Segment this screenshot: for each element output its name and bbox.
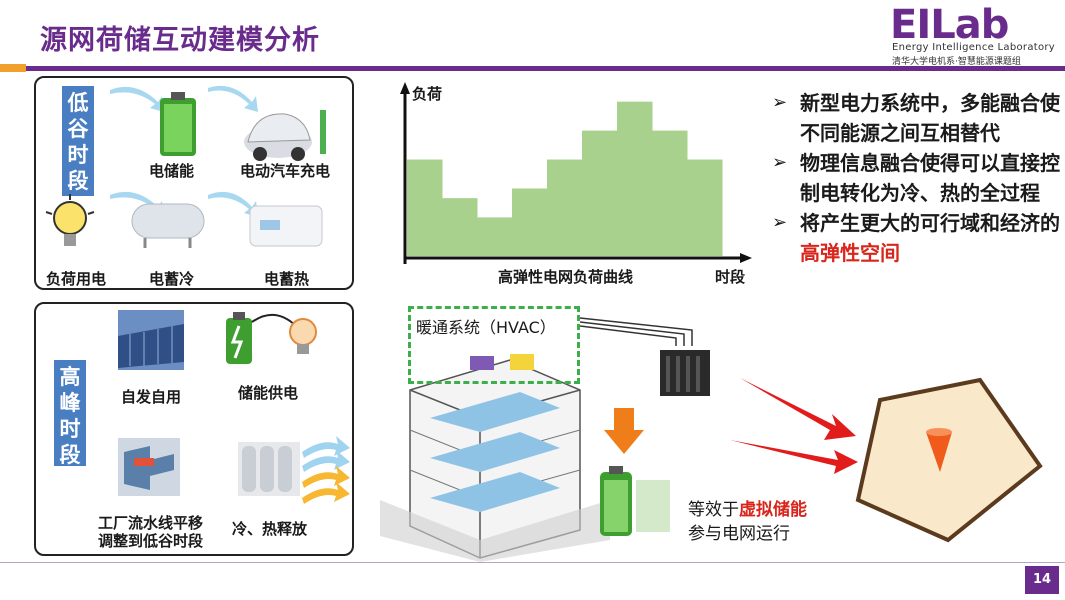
- bullet-item: ➢ 将产生更大的可行域和经济的高弹性空间: [770, 208, 1060, 268]
- transformer-icon: [660, 350, 710, 396]
- factory-line-icon: [118, 438, 180, 496]
- light-bulb-icon: [45, 194, 95, 246]
- caption-electric-storage: 电储能: [149, 162, 195, 180]
- peak-illustrations: [118, 310, 350, 504]
- bullet-highlight: 高弹性空间: [800, 241, 900, 265]
- chart-bar: [477, 217, 513, 256]
- bullet-text: 将产生更大的可行域和经济的: [800, 211, 1060, 235]
- red-arrows-icon: [730, 378, 858, 474]
- peak-label: 高峰时段: [54, 360, 86, 467]
- cold-storage-tank-icon: [131, 203, 205, 248]
- thermal-tanks-icon: [238, 442, 300, 496]
- water-heater-icon: [249, 205, 323, 247]
- solar-panel-icon: [118, 310, 184, 370]
- chart-bars: [407, 101, 723, 256]
- battery-icon: [160, 92, 196, 156]
- building-hvac-illustration: [380, 354, 610, 562]
- equivalent-line1: 等效于虚拟储能: [688, 500, 807, 520]
- header-divider: [26, 66, 1065, 71]
- connection-wires: [580, 317, 693, 346]
- virtual-storage-highlight: 虚拟储能: [739, 500, 807, 520]
- bullet-text: 物理信息融合使得可以直接控制电转化为冷、热的全过程: [800, 151, 1060, 205]
- caption-self-use: 自发自用: [121, 388, 182, 406]
- virtual-battery-icon: [600, 466, 670, 536]
- chart-bar: [547, 159, 583, 256]
- x-axis-arrow-icon: [740, 253, 752, 263]
- bullet-list: ➢ 新型电力系统中，多能融合使不同能源之间互相替代 ➢ 物理信息融合使得可以直接…: [770, 88, 1060, 268]
- page-number: 14: [1025, 566, 1059, 594]
- chart-bar: [652, 130, 688, 256]
- caption-factory-shift: 工厂流水线平移 调整到低谷时段: [98, 514, 204, 550]
- chart-title: 高弹性电网负荷曲线: [498, 268, 634, 286]
- logo-subtitle-cn: 清华大学电机系·智慧能源课题组: [892, 57, 1021, 67]
- logo-subtitle-en: Energy Intelligence Laboratory: [892, 42, 1056, 53]
- bullet-text: 新型电力系统中，多能融合使不同能源之间互相替代: [800, 91, 1060, 145]
- bullet-arrow-icon: ➢: [772, 212, 788, 233]
- logo-mark: EILab: [890, 2, 1009, 48]
- low-valley-label: 低谷时段: [62, 86, 94, 196]
- building-icon: [380, 354, 610, 562]
- electric-car-icon: [244, 110, 326, 161]
- header-accent-stripe: [0, 64, 26, 72]
- bullet-arrow-icon: ➢: [772, 92, 788, 113]
- chart-y-label: 负荷: [412, 85, 443, 103]
- caption-cold-storage: 电蓄冷: [149, 270, 195, 288]
- bullet-arrow-icon: ➢: [772, 152, 788, 173]
- chart-bar: [512, 188, 548, 256]
- release-arrows-icon: [302, 436, 350, 504]
- caption-load: 负荷用电: [46, 270, 107, 288]
- caption-ev-charging: 电动汽车充电: [240, 162, 331, 180]
- caption-storage-supply: 储能供电: [238, 384, 299, 402]
- low-valley-illustrations: [110, 85, 326, 248]
- lab-logo: EILab Energy Intelligence Laboratory 清华大…: [880, 2, 1060, 67]
- grid-interaction-illustration: [580, 317, 1043, 543]
- chart-bar: [442, 198, 478, 256]
- hvac-highlight-box: [408, 306, 580, 384]
- battery-bulb-icon: [226, 312, 317, 364]
- caption-heat-storage: 电蓄热: [264, 270, 310, 288]
- page-title: 源网荷储互动建模分析: [40, 25, 320, 56]
- y-axis-arrow-icon: [400, 82, 410, 94]
- feasible-region-polygon: [855, 377, 1043, 543]
- chart-bar: [582, 130, 618, 256]
- caption-cold-heat-release: 冷、热释放: [232, 520, 308, 538]
- bullet-item: ➢ 物理信息融合使得可以直接控制电转化为冷、热的全过程: [770, 148, 1060, 208]
- bulb-illustration: [45, 194, 95, 246]
- equivalent-text: 等效于虚拟储能 参与电网运行: [688, 498, 807, 546]
- peak-panel: [34, 302, 354, 556]
- chart-bar: [407, 159, 443, 256]
- chart-bar: [687, 159, 723, 256]
- load-curve-chart: [400, 82, 752, 264]
- footer-divider: [0, 562, 1065, 563]
- chart-x-label: 时段: [715, 268, 746, 286]
- low-valley-panel: [34, 76, 354, 290]
- hvac-label: 暖通系统（HVAC）: [416, 318, 556, 337]
- chart-bar: [617, 101, 653, 256]
- down-arrow-icon: [604, 408, 644, 454]
- equivalent-line2: 参与电网运行: [688, 524, 790, 544]
- bullet-item: ➢ 新型电力系统中，多能融合使不同能源之间互相替代: [770, 88, 1060, 148]
